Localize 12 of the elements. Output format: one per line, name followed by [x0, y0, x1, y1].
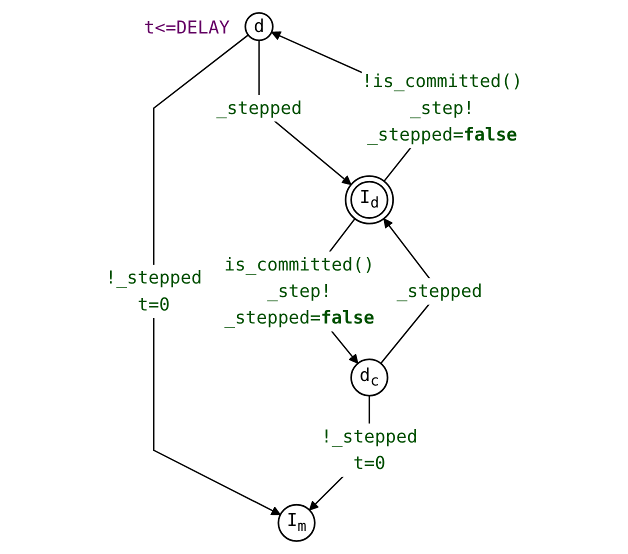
node-circle: I$_{d}$: [344, 175, 394, 224]
node-circle: I$_{m}$: [278, 504, 316, 542]
edge-label: _stepped: [216, 97, 302, 118]
node-circle: d$_{c}$: [350, 358, 388, 397]
node-circle: d: [244, 12, 274, 42]
edge-label: !_stepped t=0: [105, 266, 202, 315]
invariant-label: t<=DELAY: [144, 17, 230, 38]
edge-label: !_stepped t=0: [321, 426, 418, 474]
edge-label: !is_committed() _step! _stepped=false: [362, 70, 523, 145]
arrow: [153, 34, 281, 516]
edge-label: _stepped: [396, 280, 482, 302]
edge-label: is_committed() _step! _stepped=false: [224, 254, 374, 328]
